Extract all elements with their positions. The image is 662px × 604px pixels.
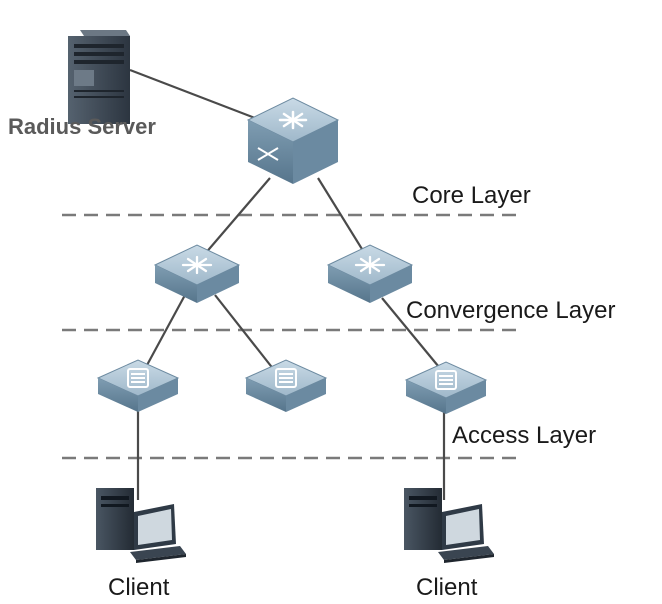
links [129, 68, 449, 500]
core-switch-icon [246, 97, 340, 184]
radius-server-icon [68, 30, 130, 124]
core-layer-label: Core Layer [412, 182, 531, 209]
link-server-core [129, 68, 256, 120]
access-switch-icon [96, 359, 180, 412]
access-switch-icon [404, 361, 488, 414]
access-layer-label: Access Layer [452, 422, 596, 449]
desktop-pc-icon [96, 488, 186, 563]
link-conv-left-access-mid [214, 294, 279, 376]
convergence-layer-label: Convergence Layer [406, 297, 615, 324]
link-core-conv-left [197, 177, 271, 263]
desktop-pc-icon [404, 488, 494, 563]
convergence-switch-icon [326, 244, 414, 303]
link-core-conv-right [317, 177, 371, 263]
radius-server-label: Radius Server [8, 114, 156, 139]
access-switch-icon [244, 359, 328, 412]
client-label-left: Client [108, 574, 170, 601]
client-label-right: Client [416, 574, 478, 601]
link-conv-right-access-right [381, 297, 449, 379]
convergence-switch-icon [153, 244, 241, 303]
